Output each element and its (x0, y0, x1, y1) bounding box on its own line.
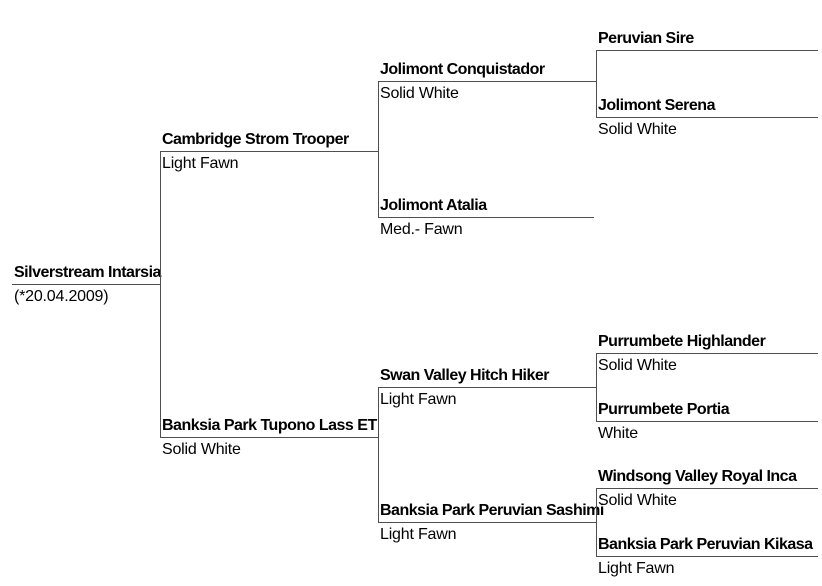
connector-gp3-to-ggp (596, 353, 597, 421)
pedigree-node-banksia-park-peruvian-kikasa: Banksia Park Peruvian Kikasa Light Fawn (596, 535, 818, 578)
pedigree-node-banksia-park-tupono-lass-et: Banksia Park Tupono Lass ET Solid White (160, 416, 378, 459)
animal-name: Peruvian Sire (596, 29, 818, 51)
animal-subtext: (*20.04.2009) (14, 288, 109, 305)
animal-subtext: Light Fawn (380, 526, 457, 543)
animal-name: Banksia Park Tupono Lass ET (160, 416, 378, 438)
pedigree-node-jolimont-conquistador: Jolimont Conquistador Solid White (378, 60, 596, 103)
animal-name: Swan Valley Hitch Hiker (378, 366, 596, 388)
pedigree-node-banksia-park-peruvian-sashimi: Banksia Park Peruvian Sashimi Light Fawn (378, 501, 604, 544)
animal-subtext: Light Fawn (162, 155, 239, 172)
animal-name: Jolimont Atalia (378, 196, 594, 218)
pedigree-node-peruvian-sire: Peruvian Sire (596, 29, 818, 72)
animal-subtext: Light Fawn (598, 560, 675, 577)
animal-subtext: White (598, 425, 638, 442)
animal-name: Banksia Park Peruvian Sashimi (378, 501, 604, 523)
pedigree-node-silverstream-intarsia: Silverstream Intarsia (*20.04.2009) (12, 263, 161, 306)
animal-subtext: Med.- Fawn (380, 221, 463, 238)
connector-gp4-to-ggp (596, 488, 597, 556)
animal-name: Silverstream Intarsia (12, 263, 161, 285)
pedigree-node-jolimont-atalia: Jolimont Atalia Med.- Fawn (378, 196, 594, 239)
animal-subtext: Solid White (380, 85, 459, 102)
animal-name: Jolimont Conquistador (378, 60, 596, 82)
animal-name: Jolimont Serena (596, 96, 818, 118)
pedigree-node-purrumbete-highlander: Purrumbete Highlander Solid White (596, 332, 818, 375)
animal-subtext: Solid White (598, 492, 677, 509)
animal-name: Purrumbete Highlander (596, 332, 818, 354)
pedigree-node-purrumbete-portia: Purrumbete Portia White (596, 400, 818, 443)
connector-gp1-to-ggp (596, 50, 597, 117)
animal-subtext (596, 51, 818, 72)
pedigree-node-jolimont-serena: Jolimont Serena Solid White (596, 96, 818, 139)
animal-name: Cambridge Strom Trooper (160, 130, 378, 152)
connector-sire-to-grandparents (378, 81, 379, 217)
animal-subtext: Solid White (598, 357, 677, 374)
pedigree-node-swan-valley-hitch-hiker: Swan Valley Hitch Hiker Light Fawn (378, 366, 596, 409)
animal-subtext: Solid White (162, 441, 241, 458)
animal-subtext: Solid White (598, 121, 677, 138)
animal-name: Purrumbete Portia (596, 400, 818, 422)
connector-dam-to-grandparents (378, 387, 379, 522)
pedigree-node-cambridge-strom-trooper: Cambridge Strom Trooper Light Fawn (160, 130, 378, 173)
animal-subtext: Light Fawn (380, 391, 457, 408)
connector-subject-to-parents (160, 151, 161, 437)
pedigree-node-windsong-valley-royal-inca: Windsong Valley Royal Inca Solid White (596, 467, 818, 510)
animal-name: Banksia Park Peruvian Kikasa (596, 535, 818, 557)
animal-name: Windsong Valley Royal Inca (596, 467, 818, 489)
